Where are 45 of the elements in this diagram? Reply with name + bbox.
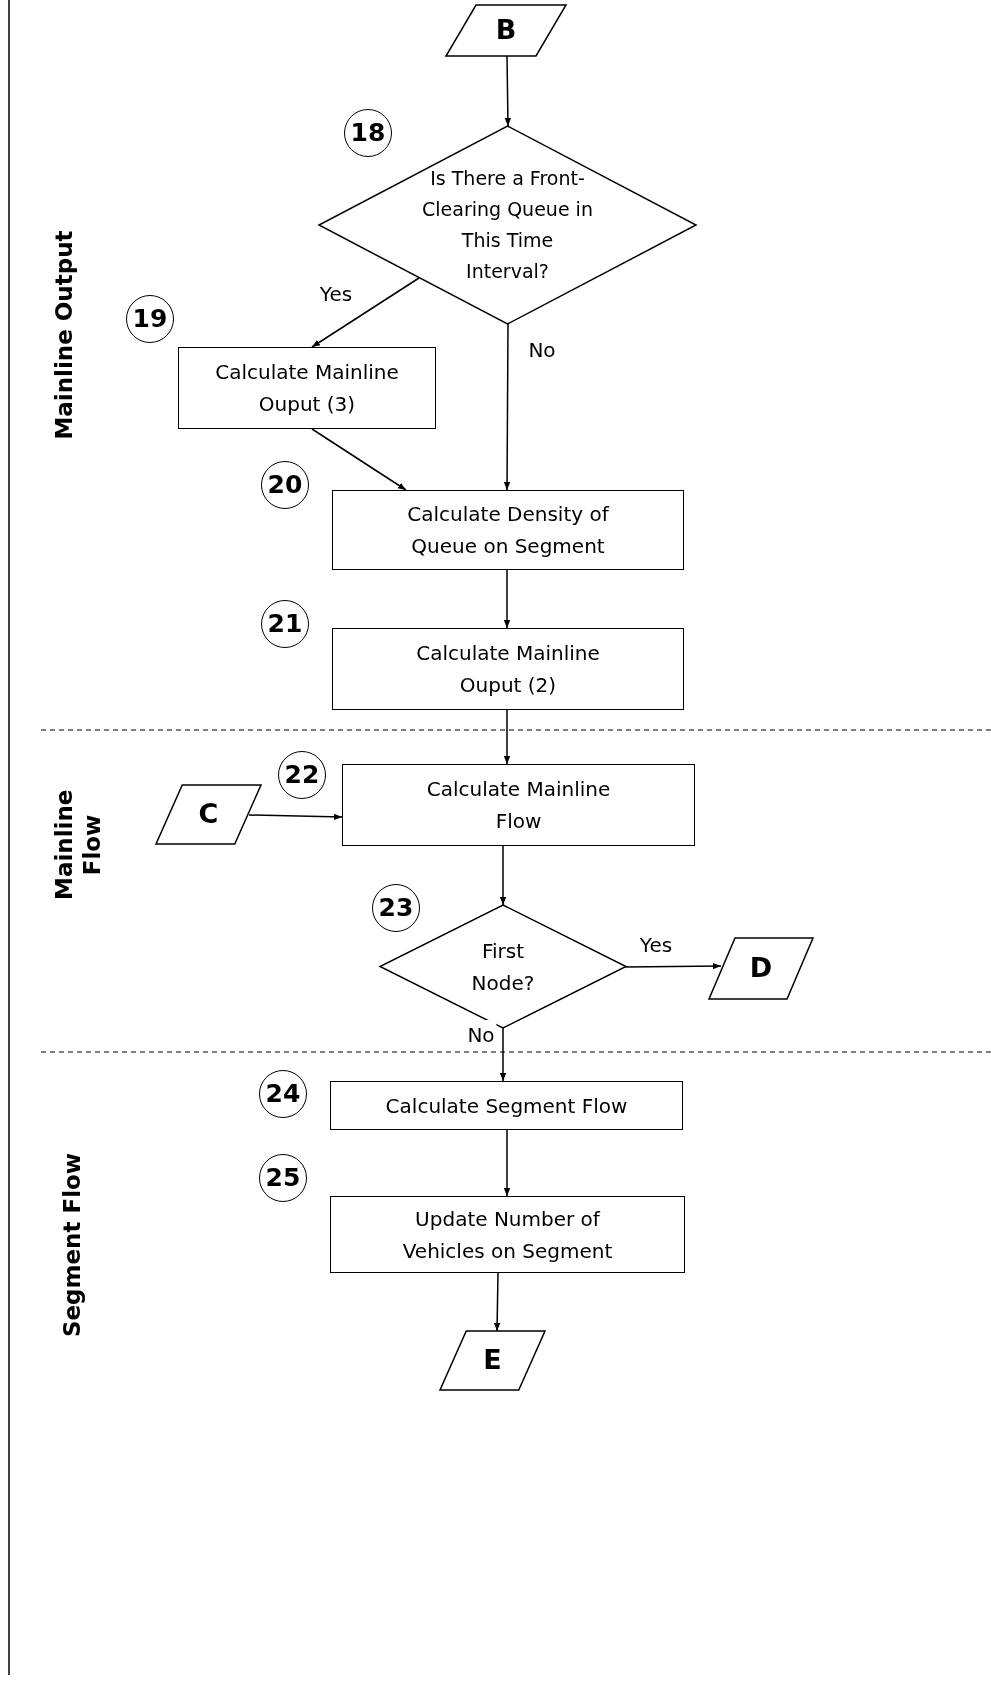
section-label: Segment Flow (58, 1151, 86, 1340)
node-text: Calculate Mainline Ouput (2) (415, 640, 601, 699)
node-text: E (483, 1343, 502, 1378)
process-box (332, 628, 684, 710)
process-box (342, 764, 695, 846)
node-text: B (495, 13, 517, 48)
process-box (332, 490, 684, 570)
node-text: Calculate Mainline Ouput (3) (214, 359, 400, 418)
process-box (330, 1081, 683, 1130)
step-number: 25 (265, 1162, 301, 1195)
step-number: 18 (350, 117, 386, 150)
node-text: D (749, 951, 773, 986)
arrow (503, 1129, 511, 1197)
step-number: 23 (378, 892, 414, 925)
arrow (311, 277, 420, 348)
process-box (178, 347, 436, 429)
arrow (493, 1272, 501, 1332)
node-text: C (198, 797, 219, 832)
arrow (248, 813, 343, 821)
arrow (503, 569, 511, 629)
node-text: Calculate Mainline Flow (425, 776, 612, 835)
connector-parallelogram (156, 785, 261, 844)
connector-parallelogram (440, 1331, 545, 1390)
node-text: Is There a Front-Clearing Queue in This Time Interval? (421, 166, 594, 284)
arrow (311, 428, 407, 491)
step-number: 20 (267, 469, 303, 502)
step-number: 21 (267, 608, 303, 641)
node-text: Update Number of Vehicles on Segment (401, 1205, 614, 1265)
connector-parallelogram (446, 5, 566, 56)
connector-parallelogram (709, 938, 813, 999)
arrow (499, 1027, 507, 1082)
step-number: 19 (132, 303, 168, 336)
arrow (625, 962, 722, 970)
step-number: 24 (265, 1078, 301, 1111)
arrow (504, 55, 512, 127)
node-text: Calculate Density of Queue on Segment (406, 501, 611, 560)
step-number: 22 (284, 759, 320, 792)
arrow (503, 709, 511, 765)
arrow (499, 845, 507, 906)
section-label: Mainline Output (50, 229, 78, 442)
node-text: First Node? (470, 937, 536, 997)
arrow (503, 323, 511, 491)
process-box (330, 1196, 685, 1273)
section-label: Mainline Flow (50, 790, 106, 900)
node-text: Calculate Segment Flow (384, 1092, 629, 1120)
